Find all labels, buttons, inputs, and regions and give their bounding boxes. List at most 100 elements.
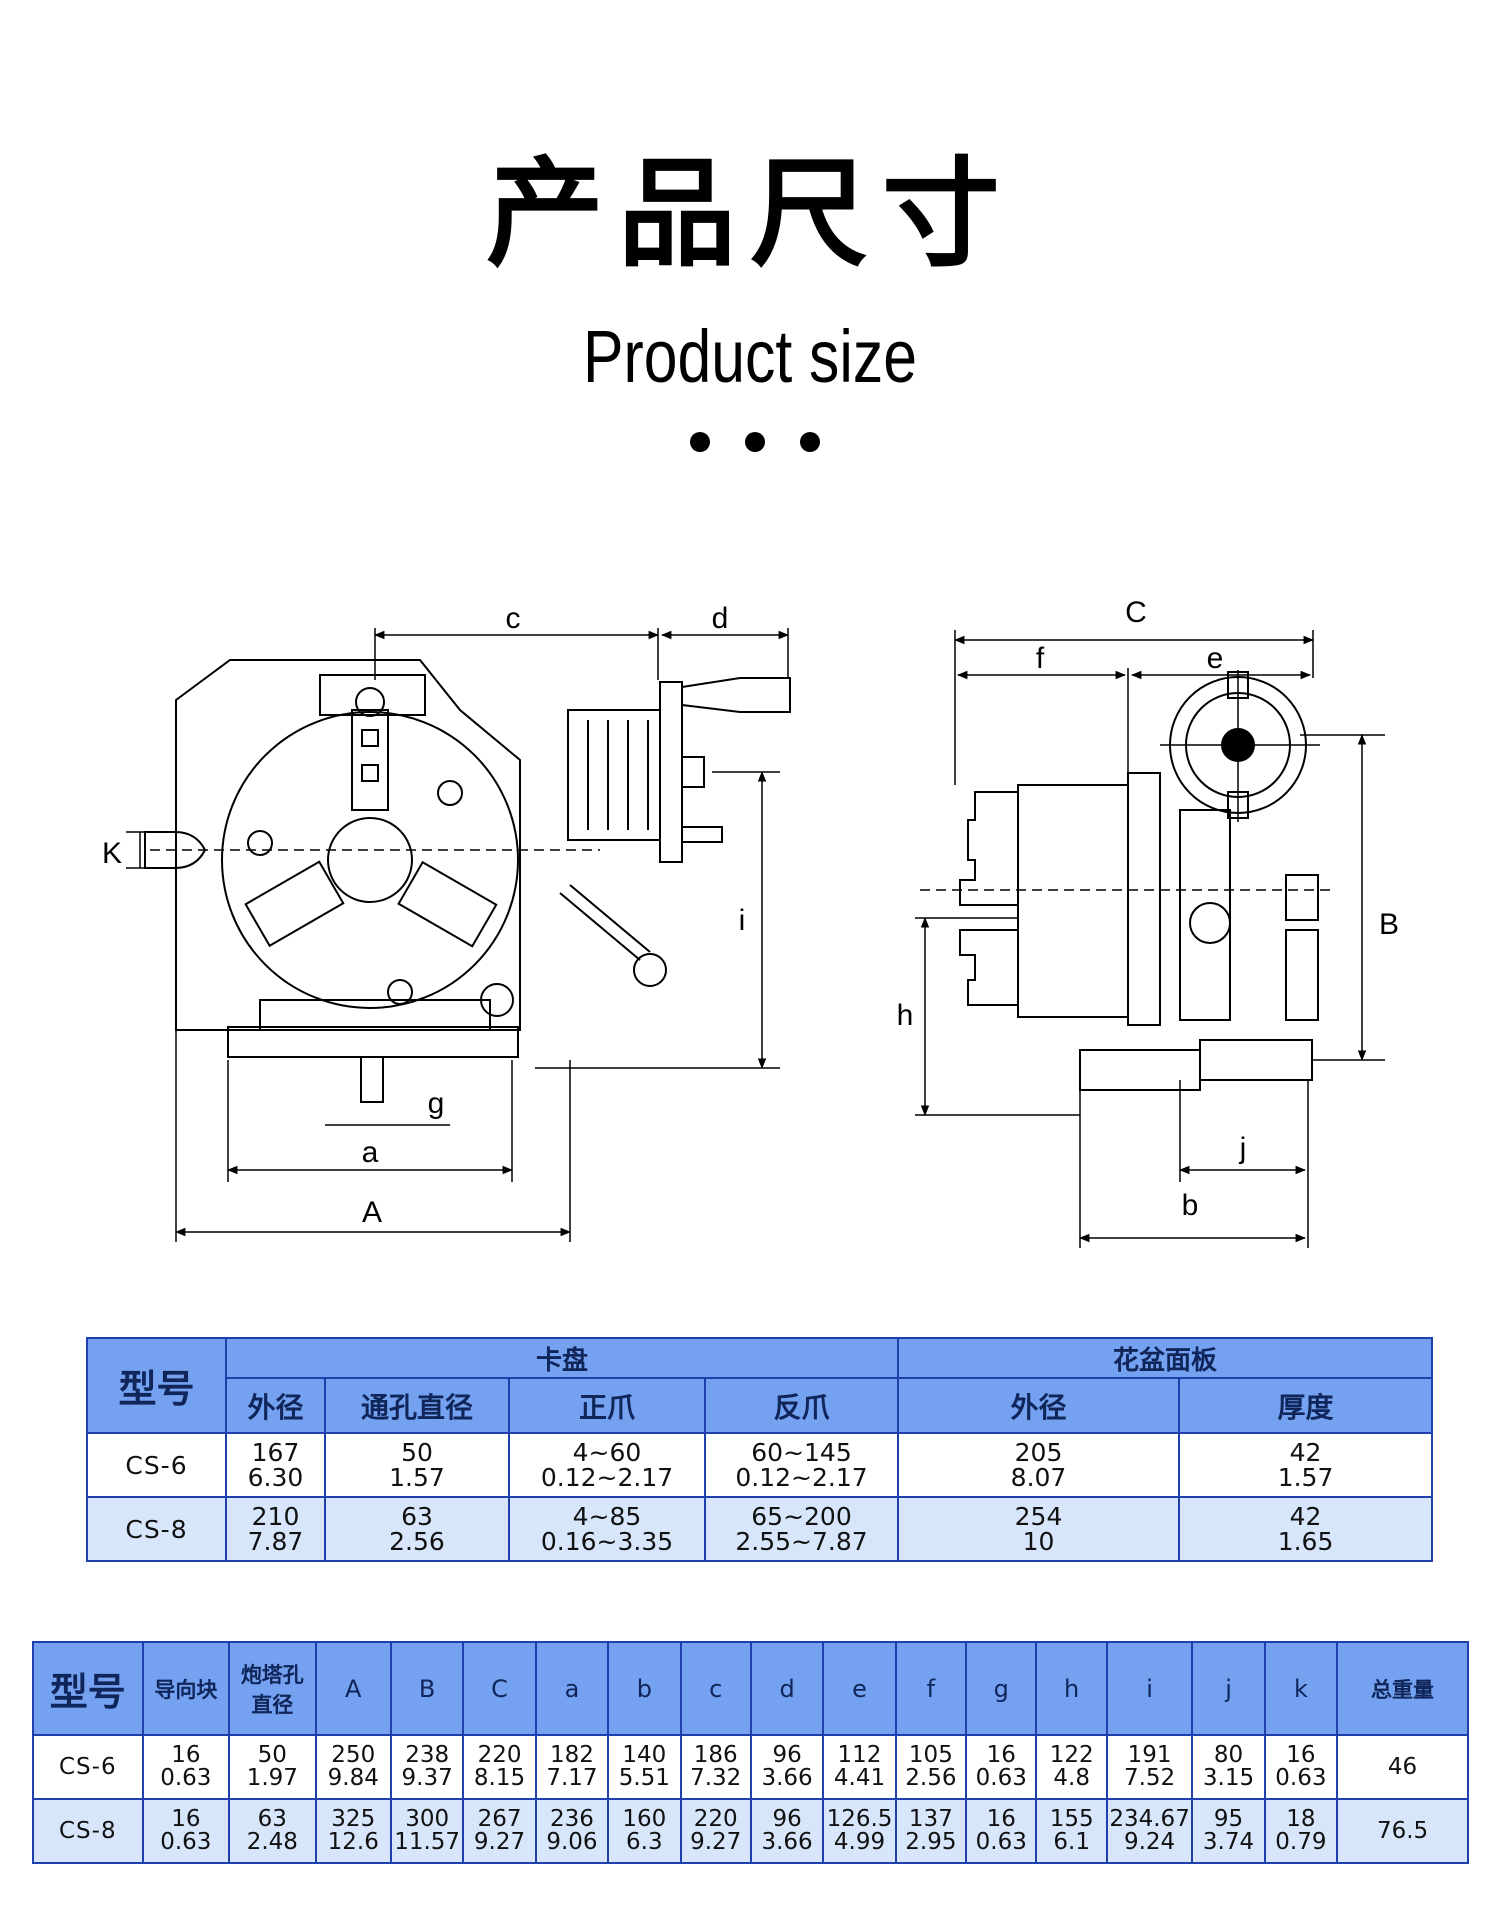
column-header: A [314,1641,392,1736]
dim-label-B: B [1379,908,1399,941]
metric-value: 186 [693,1742,738,1768]
dim-label-g: g [428,1087,445,1120]
imperial-value: 3.66 [761,1829,813,1855]
chuck-hole [247,830,273,856]
dim-label-e: e [1207,642,1224,675]
model-cell: CS-6 [32,1734,144,1800]
imperial-value: 2.55~7.87 [735,1527,868,1556]
metric-value: 300 [405,1806,450,1832]
dim-label-b: b [1182,1189,1199,1222]
metric-value: 18 [1286,1806,1316,1832]
metric-value: 65~200 [751,1502,852,1531]
turret-nut [681,756,705,788]
column-header: B [389,1641,465,1736]
g-slot [360,1056,384,1103]
imperial-value: 9.27 [690,1829,742,1855]
imperial-value: 0.16~3.35 [540,1527,674,1556]
metric-value: 60~145 [751,1438,852,1467]
imperial-value: 3.15 [1202,1765,1255,1791]
column-header: c [679,1641,752,1736]
dot [745,432,765,452]
jaw-top [351,709,389,811]
metric-value: 63 [257,1806,287,1832]
title-dots-divider [690,432,820,454]
metric-value: 16 [986,1742,1016,1768]
imperial-value: 7.17 [546,1765,598,1791]
metric-value: 96 [772,1742,802,1768]
metric-value: 112 [837,1742,882,1768]
metric-value: 250 [331,1742,376,1768]
column-header: g [965,1641,1038,1736]
imperial-value: 8.15 [473,1765,526,1791]
metric-value: 4~85 [572,1502,642,1531]
metric-value: 205 [1014,1438,1063,1467]
imperial-value: 2.48 [246,1829,298,1855]
jaw-knob [355,687,385,717]
page-title-cn: 产品尺寸 [485,145,1014,283]
imperial-value: 7.32 [690,1765,742,1791]
jaw-left [244,860,345,948]
turret-handle [681,677,791,713]
side-jaw-top [959,791,1018,906]
metric-value: 140 [622,1742,667,1768]
column-header: 厚度 [1178,1377,1434,1434]
metric-value: 95 [1213,1806,1244,1832]
metric-value: 105 [908,1742,953,1768]
column-header: 外径 [225,1377,326,1434]
imperial-value: 9.06 [546,1829,598,1855]
metric-value: 220 [693,1806,738,1832]
side-column [1179,809,1231,1021]
table1-group-header-row: 型号 卡盘 花盆面板 [86,1337,1434,1434]
lever-arm [559,892,641,961]
imperial-value: 0.63 [975,1829,1027,1855]
dimension-lines [126,628,1385,1248]
imperial-value: 9.24 [1123,1829,1176,1855]
model-header: 型号 [86,1337,227,1434]
metric-value: 210 [251,1502,300,1531]
imperial-value: 2.95 [905,1829,957,1855]
imperial-value: 7.52 [1123,1765,1176,1791]
dim-label-d: d [712,602,729,635]
metric-value: 63 [401,1502,433,1531]
column-header: a [534,1641,610,1736]
metric-value: 160 [622,1806,667,1832]
turret-hole-header-line2: 直径 [251,1692,294,1717]
side-faceplate [1127,772,1161,1026]
dot [800,432,820,452]
imperial-value: 2.56 [389,1527,445,1556]
metric-value: 167 [251,1438,300,1467]
column-header: f [894,1641,968,1736]
imperial-value: 0.63 [160,1765,212,1791]
imperial-value: 6.30 [247,1463,304,1492]
page-title-en: Product size [583,315,917,398]
